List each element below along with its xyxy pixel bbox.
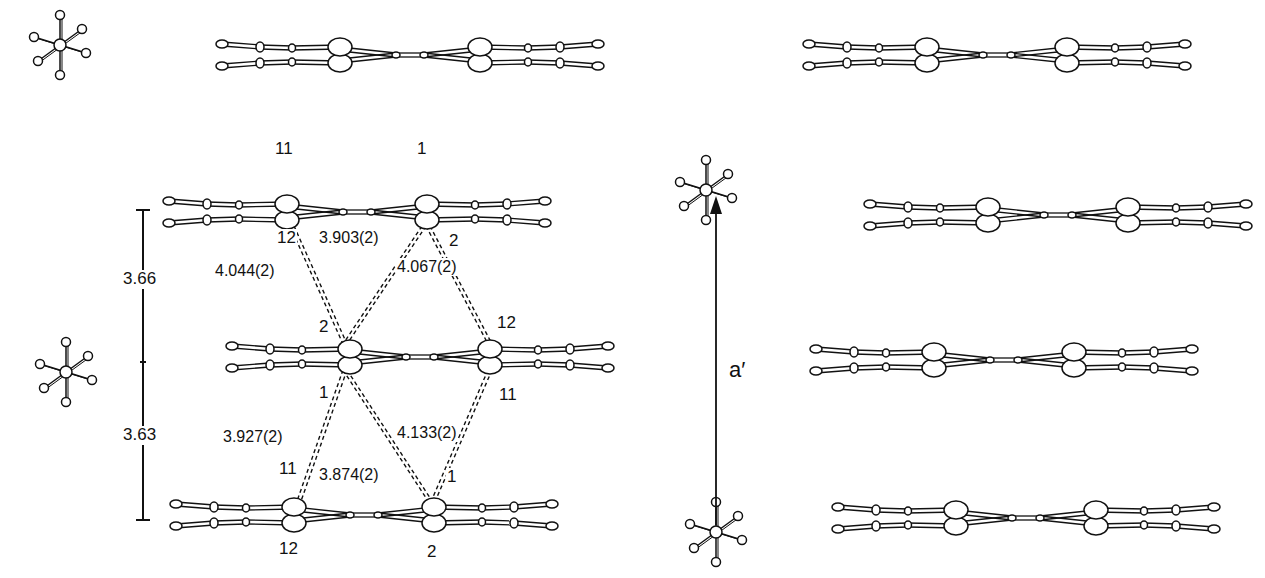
distance-label: 4.133(2) [396, 424, 458, 442]
donor-molecule [216, 38, 604, 72]
atom-label: 1 [416, 140, 427, 159]
distance-label: 3.927(2) [222, 428, 284, 446]
atom-label: 12 [496, 314, 517, 333]
distance-label: 3.66 [122, 270, 157, 289]
donor-molecule [832, 501, 1220, 535]
distance-label: 3.63 [122, 426, 157, 445]
atom-label: 2 [426, 543, 437, 562]
distance-label: 4.067(2) [396, 258, 458, 276]
donor-molecule [864, 198, 1252, 232]
atom-label: 11 [274, 140, 294, 159]
distance-label: 4.044(2) [214, 262, 276, 280]
axis-arrow [710, 196, 722, 525]
donor-molecule [803, 38, 1191, 72]
donor-molecule [810, 343, 1198, 377]
spacing-bracket [136, 210, 150, 520]
atom-label: 1 [446, 468, 457, 487]
atom-label: 12 [278, 540, 299, 559]
atom-label: 11 [498, 386, 518, 405]
axis-label: a′ [728, 358, 746, 382]
donor-molecule [170, 498, 558, 532]
anion-octahedron [30, 11, 91, 80]
atom-label: 12 [276, 229, 297, 248]
atom-label: 2 [318, 318, 329, 337]
atom-label: 2 [448, 232, 459, 251]
contact-lines [290, 226, 492, 504]
distance-label: 3.903(2) [318, 229, 380, 247]
atom-label: 11 [278, 460, 298, 479]
donor-molecule [163, 195, 551, 229]
anion-octahedron [36, 338, 97, 407]
atom-label: 1 [318, 384, 329, 403]
distance-label: 3.874(2) [318, 466, 380, 484]
anion-octahedron [676, 156, 737, 225]
donor-molecule [226, 340, 614, 374]
